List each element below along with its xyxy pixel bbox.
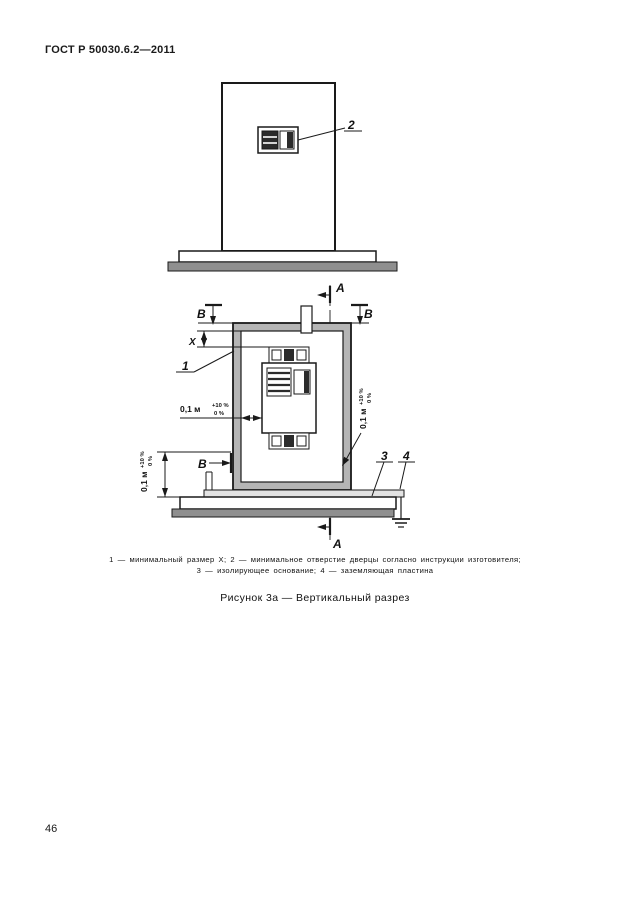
section-b-left-label: B [197, 307, 206, 321]
terminal-screw [271, 435, 282, 447]
dim-base-gap-arrowhead-icon [162, 488, 168, 497]
figure-title: Рисунок 3а — Вертикальный разрез [220, 592, 410, 604]
dim-base-gap-tol-minus: 0 % [148, 456, 154, 466]
section-a-top-arrowhead-icon [317, 292, 326, 298]
foundation-plate [171, 508, 395, 518]
dim-x-label: X [188, 337, 197, 348]
device-section [261, 346, 317, 450]
dim-x-arrowhead-icon [201, 338, 207, 347]
section-b-left-arrowhead-icon [210, 316, 216, 325]
dim-right-gap-tol-minus: 0 % [367, 393, 373, 403]
section-b-right-label: B [364, 307, 373, 321]
dim-right-gap-arrowhead-icon [342, 456, 350, 466]
section-a-bottom-label: A [332, 537, 342, 551]
terminal-screw [271, 349, 282, 361]
callout-2-label: 2 [347, 118, 355, 132]
section-a-bottom-arrowhead-icon [317, 524, 326, 530]
dim-right-gap-tol-plus: +10 % [359, 388, 365, 405]
front-view: 2 [167, 82, 398, 272]
dim-left-gap-value: 0,1 м [180, 404, 200, 414]
dim-right-gap-text: 0,1 м +10 % 0 % [358, 388, 373, 429]
dim-base-gap-value: 0,1 м [139, 472, 149, 492]
dim-x-arrowhead-icon [201, 331, 207, 340]
section-view: A A B B [139, 281, 415, 551]
ground-symbol-icon [392, 497, 410, 528]
device-front [257, 126, 299, 154]
dim-left-gap-arrowhead-icon [241, 415, 250, 421]
device-front-handle [287, 132, 293, 148]
callout-4-label: 4 [402, 449, 410, 463]
vent-duct [300, 305, 313, 334]
cabinet-outline [221, 82, 336, 252]
terminal-screw [296, 435, 307, 447]
insulating-base [179, 496, 397, 510]
view-b-label: В [198, 457, 207, 471]
callout-3-leader-line [371, 461, 385, 497]
terminal-block [284, 435, 294, 447]
callout-2-leader-line [297, 127, 346, 141]
figure-legend-line-1: 1 — минимальный размер X; 2 — минимально… [109, 555, 521, 564]
dim-left-gap-tol-plus: +10 % [212, 403, 229, 409]
device-handle [304, 371, 309, 393]
terminal-block [284, 349, 294, 361]
front-foundation-plate [167, 261, 398, 272]
standard-number-header: ГОСТ Р 50030.6.2—2011 [45, 44, 176, 56]
section-b-right-arrowhead-icon [357, 316, 363, 325]
dim-base-gap-tol-plus: +10 % [140, 451, 146, 468]
dim-base-gap-text: 0,1 м +10 % 0 % [139, 451, 154, 492]
callout-1-leader-line [193, 350, 235, 373]
figure-legend-line-2: 3 — изолирующее основание; 4 — заземляющ… [196, 566, 434, 575]
section-a-top-label: A [335, 281, 345, 295]
callout-1-label: 1 [182, 359, 189, 373]
page-number: 46 [45, 823, 58, 835]
front-base-plate [178, 250, 377, 263]
dim-left-gap-tol-minus: 0 % [214, 411, 224, 417]
device-front-vent-block [261, 130, 279, 150]
dim-left-gap-arrowhead-icon [253, 415, 262, 421]
dim-base-gap-arrowhead-icon [162, 452, 168, 461]
callout-3-label: 3 [381, 449, 388, 463]
view-b-arrowhead-icon [222, 460, 231, 466]
dim-right-gap-value: 0,1 м [358, 409, 368, 429]
terminal-screw [296, 349, 307, 361]
callout-4-leader-line [399, 461, 407, 490]
